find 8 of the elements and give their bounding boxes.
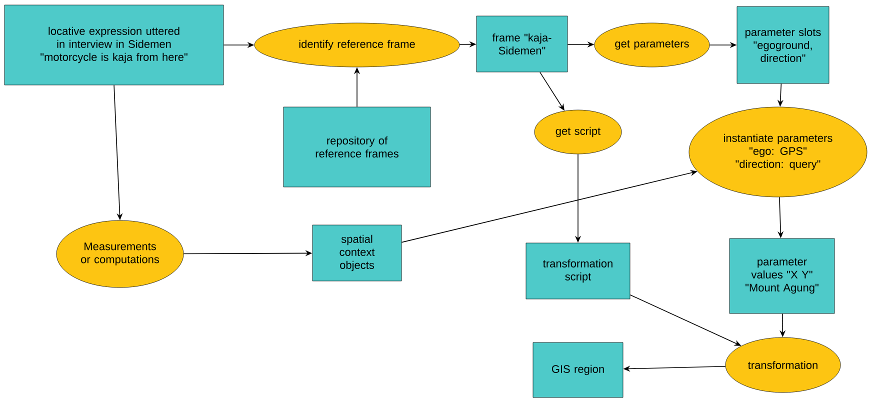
process-box: transformation script — [526, 242, 630, 300]
process-box: repository of reference frames — [283, 106, 431, 188]
process-box: GIS region — [532, 342, 624, 398]
process-box: parameter slots "egoground, direction" — [736, 6, 830, 84]
process-box: frame "kaja-Sidemen" — [476, 16, 568, 72]
process-box: parameter values "X Y" "Mount Agung" — [729, 238, 835, 314]
process-box: locative expression uttered in interview in Sidemen "motorcycle is kaja from here" — [4, 4, 224, 86]
process-box: spatial context objects — [312, 224, 402, 282]
